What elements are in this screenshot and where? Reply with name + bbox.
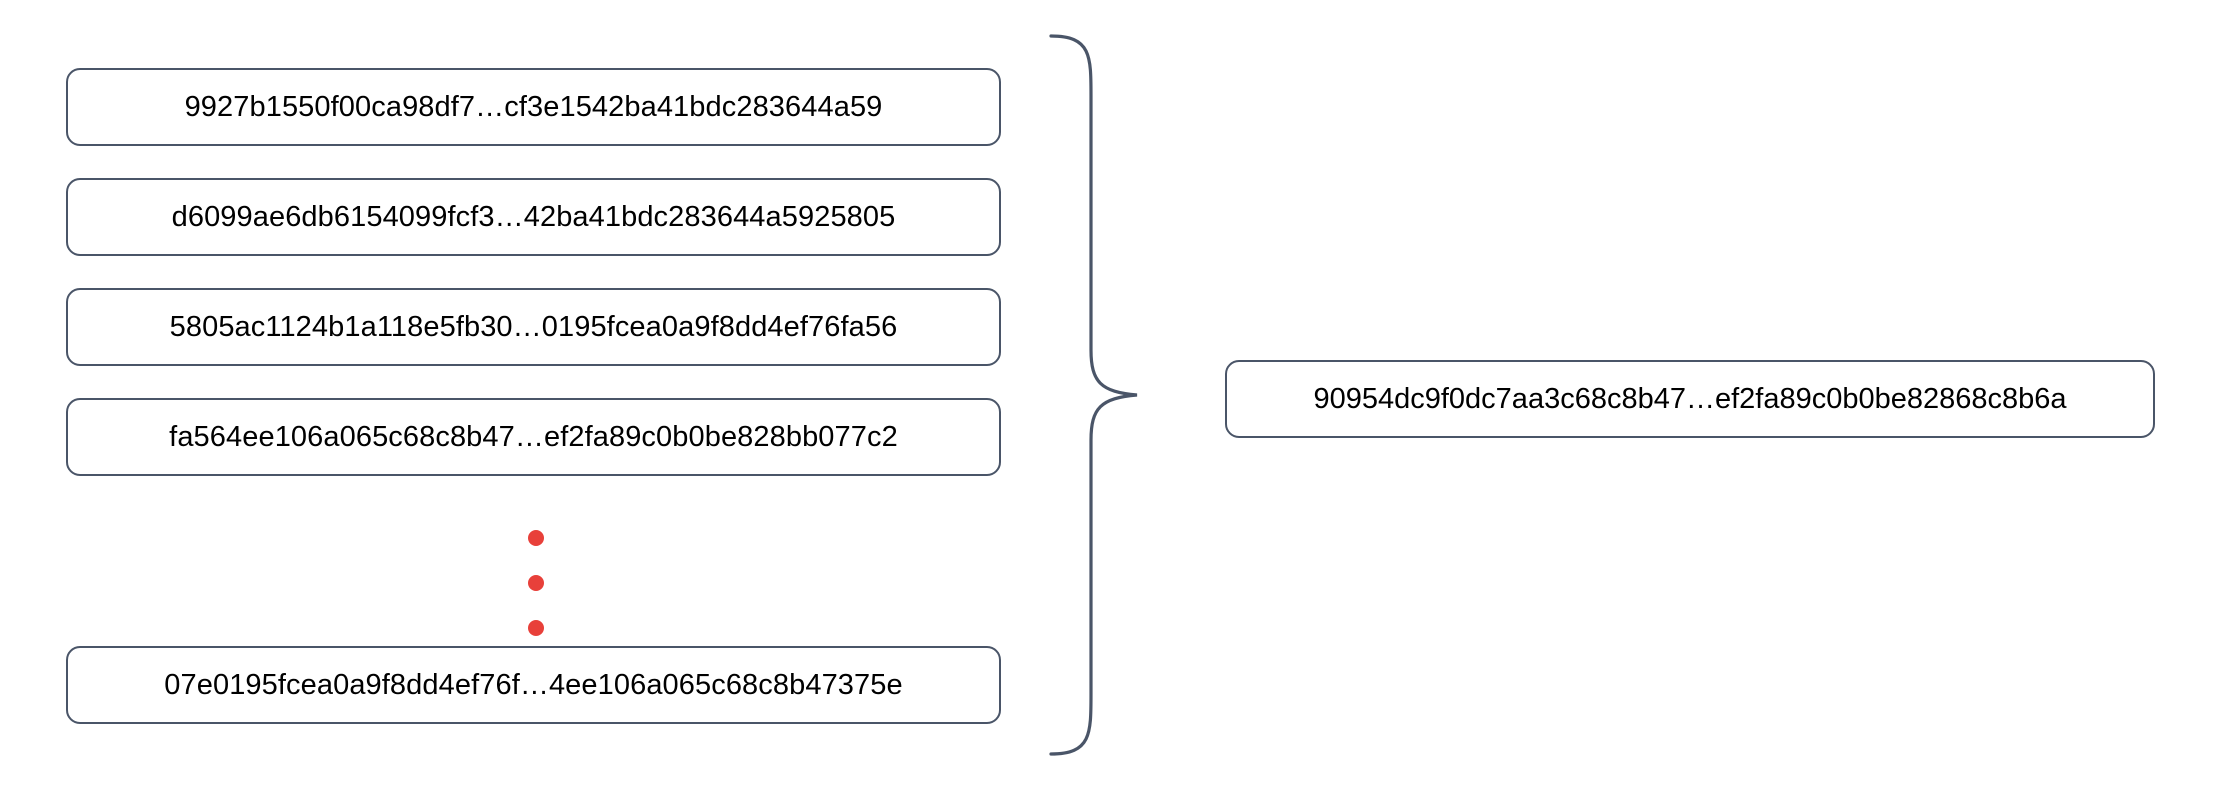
hash-value-label: 5805ac1124b1a118e5fb30…0195fcea0a9f8dd4e… [169,310,898,343]
hash-value-label: 07e0195fcea0a9f8dd4ef76f…4ee106a065c68c8… [164,668,903,701]
output-hash-box[interactable]: 90954dc9f0dc7aa3c68c8b47…ef2fa89c0b0be82… [1225,360,2155,438]
right-curly-brace-icon [1045,30,1155,765]
hash-value-label: fa564ee106a065c68c8b47…ef2fa89c0b0be828b… [169,420,898,453]
output-hash-group: 90954dc9f0dc7aa3c68c8b47…ef2fa89c0b0be82… [1225,360,2155,438]
hash-value-label: 9927b1550f00ca98df7…cf3e1542ba41bdc28364… [184,90,883,123]
brace-svg [1049,34,1138,756]
hash-value-label: 90954dc9f0dc7aa3c68c8b47…ef2fa89c0b0be82… [1313,382,2067,415]
ellipsis-dot [528,575,544,591]
input-hash-box-5[interactable]: 07e0195fcea0a9f8dd4ef76f…4ee106a065c68c8… [66,646,1001,724]
input-hash-list: 9927b1550f00ca98df7…cf3e1542ba41bdc28364… [66,68,1001,724]
input-hash-box-1[interactable]: 9927b1550f00ca98df7…cf3e1542ba41bdc28364… [66,68,1001,146]
input-hash-box-2[interactable]: d6099ae6db6154099fcf3…42ba41bdc283644a59… [66,178,1001,256]
ellipsis-dot [528,620,544,636]
hash-value-label: d6099ae6db6154099fcf3…42ba41bdc283644a59… [171,200,896,233]
input-hash-box-3[interactable]: 5805ac1124b1a118e5fb30…0195fcea0a9f8dd4e… [66,288,1001,366]
vertical-ellipsis-icon [521,530,551,636]
ellipsis-dot [528,530,544,546]
input-hash-box-4[interactable]: fa564ee106a065c68c8b47…ef2fa89c0b0be828b… [66,398,1001,476]
